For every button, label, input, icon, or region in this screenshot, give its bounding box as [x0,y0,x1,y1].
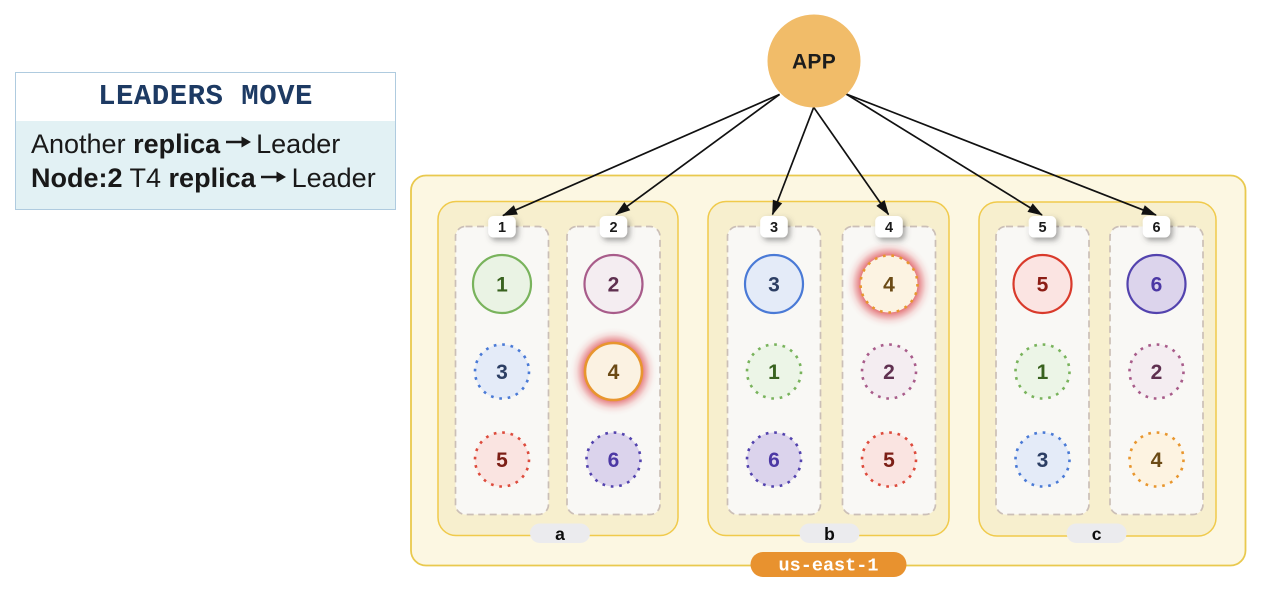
svg-text:b: b [824,524,835,544]
svg-text:6: 6 [768,449,780,472]
svg-text:a: a [555,524,565,544]
svg-text:5: 5 [496,449,508,472]
svg-text:4: 4 [608,361,620,384]
svg-text:1: 1 [768,361,780,384]
svg-text:1: 1 [1037,361,1049,384]
svg-text:5: 5 [883,449,895,472]
svg-text:1: 1 [496,274,508,297]
svg-text:us-east-1: us-east-1 [779,556,879,577]
svg-text:c: c [1092,524,1102,544]
svg-text:4: 4 [885,220,893,236]
svg-text:3: 3 [1037,449,1049,472]
svg-text:6: 6 [1151,274,1163,297]
svg-text:3: 3 [768,274,780,297]
svg-text:2: 2 [1151,361,1163,384]
svg-text:2: 2 [609,220,617,236]
svg-text:5: 5 [1038,220,1046,236]
svg-text:APP: APP [792,51,836,74]
svg-text:2: 2 [883,361,895,384]
svg-text:2: 2 [608,274,620,297]
svg-text:3: 3 [770,220,778,236]
svg-text:4: 4 [1151,449,1163,472]
svg-text:6: 6 [608,449,620,472]
svg-text:3: 3 [496,361,508,384]
svg-text:5: 5 [1037,274,1049,297]
svg-text:1: 1 [498,220,506,236]
svg-text:4: 4 [883,274,895,297]
svg-text:6: 6 [1152,220,1160,236]
